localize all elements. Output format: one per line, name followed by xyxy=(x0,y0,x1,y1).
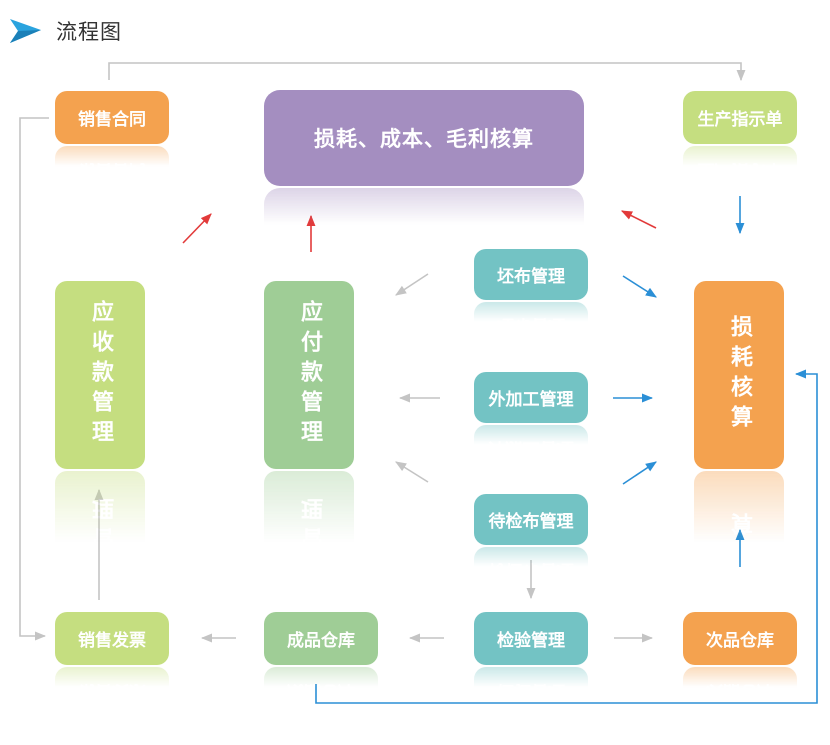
node-defective-goods: 次品仓库 xyxy=(683,612,797,665)
node-label: 成品仓库 xyxy=(287,631,355,651)
node-label: 销售合同 xyxy=(78,110,146,130)
node-label: 损耗核算 xyxy=(727,315,752,435)
node-label: 损耗、成本、毛利核算 xyxy=(314,127,534,151)
edge-pending-to-loss-calc xyxy=(622,461,657,485)
node-greige-mgmt: 坯布管理 xyxy=(474,249,588,300)
diagram-header: 流程图 xyxy=(8,14,122,48)
node-label: 坯布管理 xyxy=(497,267,565,287)
node-loss-calc: 损耗核算 xyxy=(694,281,784,469)
edge-contract-to-production xyxy=(108,62,746,82)
node-pending-inspect-mgmt: 待检布管理 xyxy=(474,494,588,545)
node-label: 外加工管理 xyxy=(488,390,574,410)
node-payable: 应付款管理 xyxy=(264,281,354,469)
arrowhead-icon xyxy=(10,19,41,43)
node-loss-cost-margin: 损耗、成本、毛利核算 xyxy=(264,90,584,186)
node-label: 检验管理 xyxy=(497,631,565,651)
edge-contract-to-invoice-loop xyxy=(19,117,49,641)
node-label: 生产指示单 xyxy=(697,110,783,130)
edge-greige-to-loss-calc xyxy=(622,275,657,298)
page-title: 流程图 xyxy=(56,20,122,44)
node-label: 次品仓库 xyxy=(706,631,774,651)
node-label: 销售发票 xyxy=(78,631,146,651)
edge-loss-calc-to-loss-cost xyxy=(620,210,657,229)
node-finished-goods: 成品仓库 xyxy=(264,612,378,665)
node-inspection-mgmt: 检验管理 xyxy=(474,612,588,665)
node-label: 应付款管理 xyxy=(297,300,322,450)
edge-greige-to-payable xyxy=(395,273,429,296)
node-label: 待检布管理 xyxy=(488,512,574,532)
node-sales-invoice: 销售发票 xyxy=(55,612,169,665)
edge-pending-to-payable xyxy=(395,461,429,483)
node-receivable: 应收款管理 xyxy=(55,281,145,469)
node-label: 应收款管理 xyxy=(88,300,113,450)
node-outsource-mgmt: 外加工管理 xyxy=(474,372,588,423)
node-production-order: 生产指示单 xyxy=(683,91,797,144)
node-sales-contract: 销售合同 xyxy=(55,91,169,144)
edge-receivable-to-loss-cost xyxy=(182,213,212,244)
